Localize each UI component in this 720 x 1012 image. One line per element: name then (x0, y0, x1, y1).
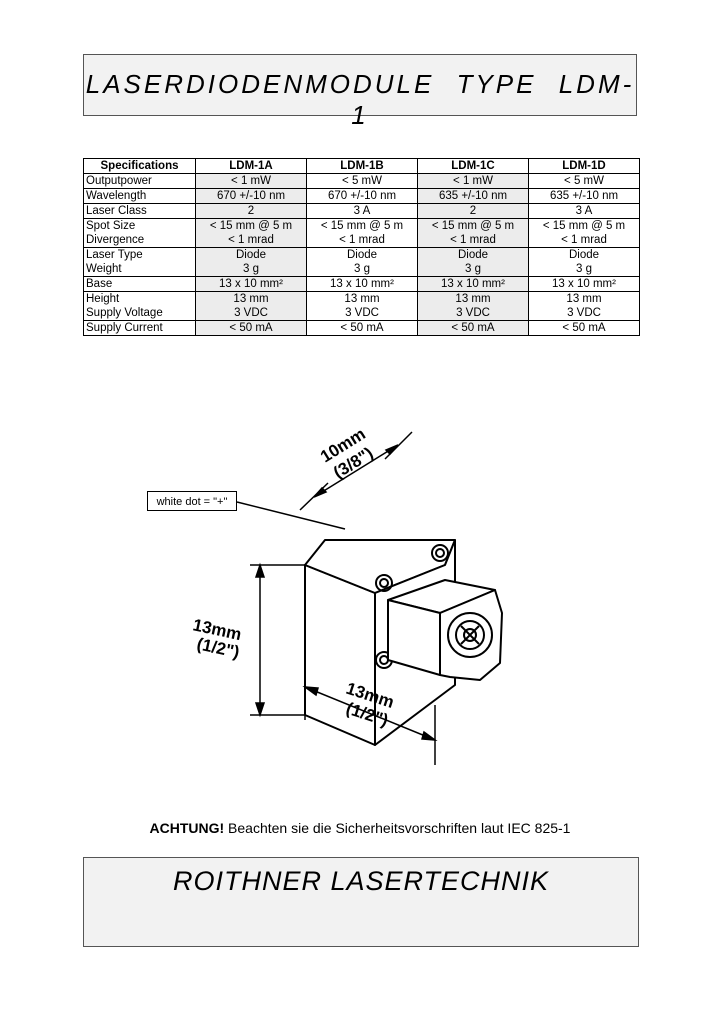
table-cell: Diode (306, 247, 418, 262)
table-cell: Diode (195, 247, 307, 262)
lens-outer (447, 612, 493, 658)
row-label: Weight (83, 262, 196, 277)
table-cell: < 50 mA (195, 320, 307, 336)
table-cell: < 50 mA (306, 320, 418, 336)
table-cell: 13 x 10 mm² (195, 276, 307, 292)
header-ldm-1c: LDM-1C (417, 158, 529, 174)
table-row: Spot Size < 15 mm @ 5 m < 15 mm @ 5 m < … (83, 218, 640, 233)
table-cell: 3 g (306, 262, 418, 277)
table-cell: < 50 mA (417, 320, 529, 336)
table-cell: 2 (417, 203, 529, 219)
table-row: Wavelength 670 +/-10 nm 670 +/-10 nm 635… (83, 188, 640, 204)
row-label: Laser Class (83, 203, 196, 219)
table-cell: 3 g (195, 262, 307, 277)
company-name: ROITHNER LASERTECHNIK (172, 866, 550, 896)
table-cell: 635 +/-10 nm (417, 188, 529, 204)
table-cell: < 1 mrad (417, 233, 529, 248)
table-cell: < 1 mrad (528, 233, 640, 248)
table-cell: < 5 mW (528, 173, 640, 189)
table-cell: < 5 mW (306, 173, 418, 189)
title-box: LASERDIODENMODULE TYPE LDM-1 (83, 54, 637, 130)
row-label: Supply Voltage (83, 306, 196, 321)
warning-text: Beachten sie die Sicherheitsvorschriften… (224, 820, 571, 836)
table-cell: < 15 mm @ 5 m (528, 218, 640, 233)
table-cell: 635 +/-10 nm (528, 188, 640, 204)
table-row: Supply Current < 50 mA < 50 mA < 50 mA <… (83, 320, 640, 336)
table-cell: 13 mm (417, 291, 529, 306)
row-label: Divergence (83, 233, 196, 248)
table-cell: Diode (528, 247, 640, 262)
table-row: Base 13 x 10 mm² 13 x 10 mm² 13 x 10 mm²… (83, 276, 640, 292)
mounting-hole (375, 574, 393, 592)
table-cell: 670 +/-10 nm (306, 188, 418, 204)
table-cell: < 50 mA (528, 320, 640, 336)
safety-warning: ACHTUNG! Beachten sie die Sicherheitsvor… (0, 820, 720, 836)
footer-box: ROITHNER LASERTECHNIK (83, 857, 639, 947)
row-label: Outputpower (83, 173, 196, 189)
table-cell: 3 VDC (417, 306, 529, 321)
specifications-table: Specifications LDM-1A LDM-1B LDM-1C LDM-… (83, 158, 640, 336)
mounting-hole (431, 544, 449, 562)
table-header-row: Specifications LDM-1A LDM-1B LDM-1C LDM-… (83, 158, 640, 174)
white-dot-callout: white dot = "+" (147, 491, 237, 511)
page-title: LASERDIODENMODULE TYPE LDM-1 (85, 69, 635, 130)
warning-label: ACHTUNG! (149, 820, 225, 836)
table-cell: 3 VDC (195, 306, 307, 321)
table-row: Height 13 mm 13 mm 13 mm 13 mm (83, 291, 640, 306)
table-row: Laser Type Diode Diode Diode Diode (83, 247, 640, 262)
mounting-hole (435, 548, 445, 558)
table-cell: 3 g (528, 262, 640, 277)
lens-center (463, 628, 477, 642)
table-row: Weight 3 g 3 g 3 g 3 g (83, 262, 640, 277)
table-row: Outputpower < 1 mW < 5 mW < 1 mW < 5 mW (83, 173, 640, 189)
table-cell: < 15 mm @ 5 m (417, 218, 529, 233)
header-ldm-1a: LDM-1A (195, 158, 307, 174)
table-cell: 2 (195, 203, 307, 219)
mounting-hole (379, 578, 389, 588)
table-cell: < 1 mW (195, 173, 307, 189)
row-label: Wavelength (83, 188, 196, 204)
table-row: Supply Voltage 3 VDC 3 VDC 3 VDC 3 VDC (83, 306, 640, 321)
table-cell: 3 VDC (306, 306, 418, 321)
table-row: Divergence < 1 mrad < 1 mrad < 1 mrad < … (83, 233, 640, 248)
lens-inner (455, 620, 485, 650)
header-ldm-1b: LDM-1B (306, 158, 418, 174)
table-cell: 670 +/-10 nm (195, 188, 307, 204)
table-cell: 3 g (417, 262, 529, 277)
row-label: Height (83, 291, 196, 306)
table-cell: < 1 mW (417, 173, 529, 189)
table-cell: < 15 mm @ 5 m (195, 218, 307, 233)
table-cell: 13 mm (306, 291, 418, 306)
row-label: Base (83, 276, 196, 292)
table-cell: < 15 mm @ 5 m (306, 218, 418, 233)
table-cell: 13 mm (195, 291, 307, 306)
table-cell: < 1 mrad (195, 233, 307, 248)
row-label: Laser Type (83, 247, 196, 262)
table-cell: 13 mm (528, 291, 640, 306)
table-cell: 13 x 10 mm² (528, 276, 640, 292)
header-ldm-1d: LDM-1D (528, 158, 640, 174)
table-cell: 3 A (528, 203, 640, 219)
table-cell: 3 VDC (528, 306, 640, 321)
table-cell: 13 x 10 mm² (306, 276, 418, 292)
row-label: Supply Current (83, 320, 196, 336)
table-row: Laser Class 2 3 A 2 3 A (83, 203, 640, 219)
table-cell: < 1 mrad (306, 233, 418, 248)
row-label: Spot Size (83, 218, 196, 233)
table-cell: Diode (417, 247, 529, 262)
module-drawing: 10mm (3/8") 13mm (1/2") 13mm (1/2") (191, 425, 503, 765)
table-cell: 3 A (306, 203, 418, 219)
table-cell: 13 x 10 mm² (417, 276, 529, 292)
header-specifications: Specifications (83, 158, 196, 174)
